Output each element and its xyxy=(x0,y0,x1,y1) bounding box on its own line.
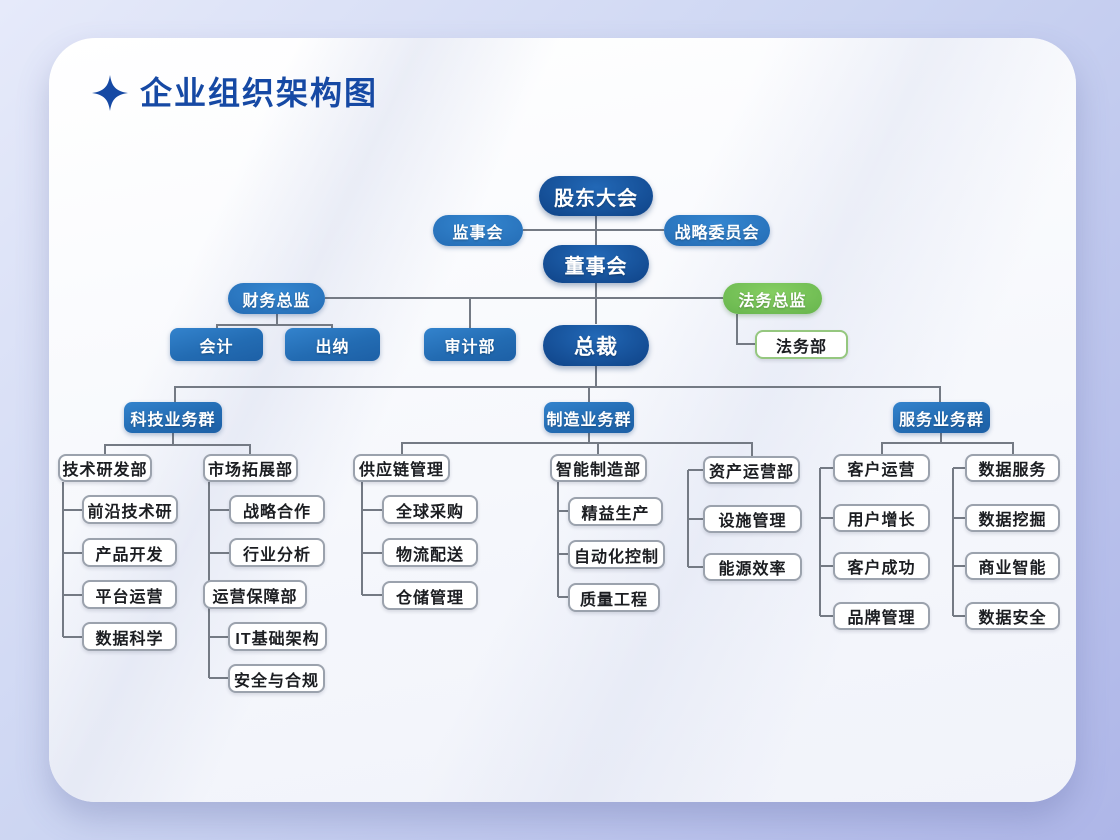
org-node-data-mining: 数据挖掘 xyxy=(965,504,1060,532)
org-node-automation-control: 自动化控制 xyxy=(568,540,665,569)
org-node-customer-success: 客户成功 xyxy=(833,552,930,580)
org-node-accounting: 会计 xyxy=(170,328,263,361)
org-node-smart-mfg-dept: 智能制造部 xyxy=(550,454,647,482)
page-header: 企业组织架构图 xyxy=(92,70,378,116)
org-node-logistics: 物流配送 xyxy=(382,538,478,567)
org-node-data-science: 数据科学 xyxy=(82,622,177,651)
org-node-supply-chain: 供应链管理 xyxy=(353,454,450,482)
org-node-warehouse: 仓储管理 xyxy=(382,581,478,610)
org-node-service-group: 服务业务群 xyxy=(893,402,990,433)
org-node-platform-ops: 平台运营 xyxy=(82,580,177,609)
org-node-legal-dept: 法务部 xyxy=(755,330,848,359)
org-node-cashier: 出纳 xyxy=(285,328,380,361)
org-node-audit-dept: 审计部 xyxy=(424,328,516,361)
org-node-user-growth: 用户增长 xyxy=(833,504,930,532)
org-node-president: 总裁 xyxy=(543,325,649,366)
org-node-business-intelligence: 商业智能 xyxy=(965,552,1060,580)
org-node-mfg-group: 制造业务群 xyxy=(544,402,634,433)
org-node-asset-ops-dept: 资产运营部 xyxy=(703,456,800,484)
org-node-strategy-committee: 战略委员会 xyxy=(664,215,770,246)
org-node-facility-mgmt: 设施管理 xyxy=(703,505,802,533)
org-node-energy-efficiency: 能源效率 xyxy=(703,553,802,581)
org-node-board-of-directors: 董事会 xyxy=(543,245,649,283)
org-node-finance-director: 财务总监 xyxy=(228,283,325,314)
org-node-it-infrastructure: IT基础架构 xyxy=(228,622,327,651)
org-node-security-compliance: 安全与合规 xyxy=(228,664,325,693)
org-node-tech-group: 科技业务群 xyxy=(124,402,222,433)
org-node-product-dev: 产品开发 xyxy=(82,538,177,567)
org-node-strategic-coop: 战略合作 xyxy=(229,495,325,524)
page-title: 企业组织架构图 xyxy=(140,75,379,111)
org-node-legal-director: 法务总监 xyxy=(723,283,822,314)
org-node-supervisory-board: 监事会 xyxy=(433,215,523,246)
sparkle-star-icon xyxy=(92,75,128,111)
org-node-ops-support-dept: 运营保障部 xyxy=(203,580,307,609)
org-node-quality-engineering: 质量工程 xyxy=(568,583,660,612)
org-node-data-security: 数据安全 xyxy=(965,602,1060,630)
org-node-industry-analysis: 行业分析 xyxy=(229,538,325,567)
org-node-frontier-tech: 前沿技术研 xyxy=(82,495,178,524)
org-node-market-dept: 市场拓展部 xyxy=(203,454,298,482)
org-node-data-services: 数据服务 xyxy=(965,454,1060,482)
org-node-brand-mgmt: 品牌管理 xyxy=(833,602,930,630)
org-node-tech-rnd-dept: 技术研发部 xyxy=(58,454,152,482)
org-node-customer-ops: 客户运营 xyxy=(833,454,930,482)
org-node-global-procurement: 全球采购 xyxy=(382,495,478,524)
org-node-shareholders-meeting: 股东大会 xyxy=(539,176,653,216)
org-node-lean-production: 精益生产 xyxy=(568,497,663,526)
